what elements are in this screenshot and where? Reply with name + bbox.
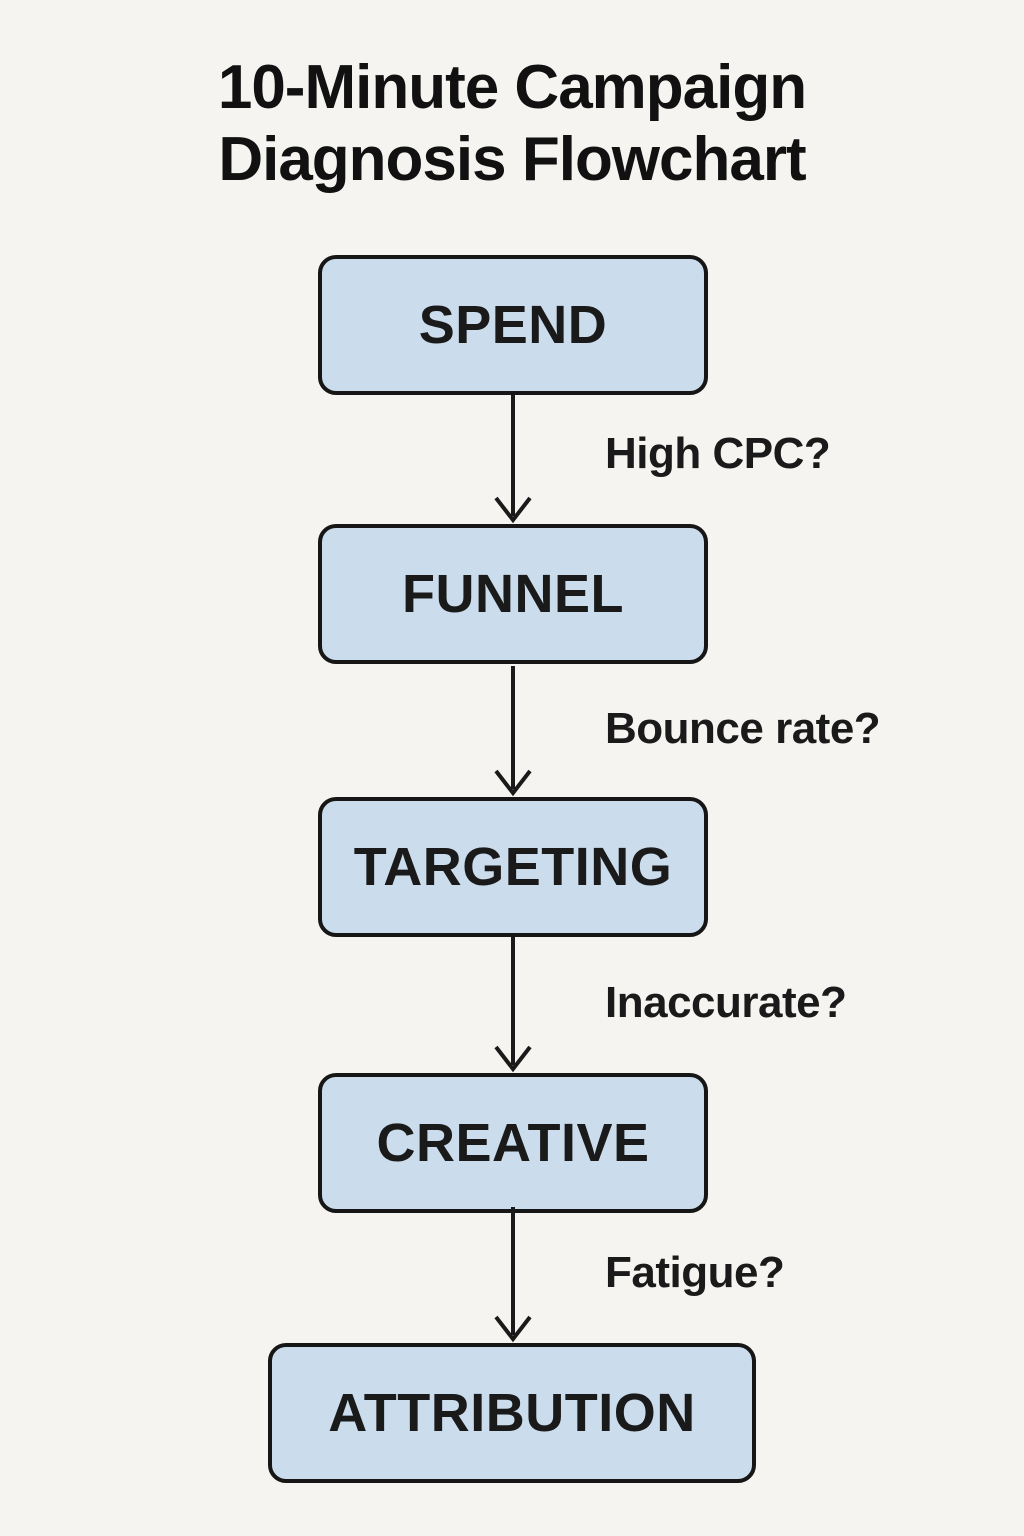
edge-label-bounce-rate: Bounce rate? — [605, 704, 881, 753]
arrow-funnel-to-targeting-icon — [493, 666, 533, 797]
arrow-targeting-to-creative-icon — [493, 937, 533, 1073]
page-title-line-1: 10-Minute Campaign — [217, 53, 807, 122]
page-title-line-2: Diagnosis Flowchart — [218, 124, 806, 194]
node-creative-label: CREATIVE — [376, 1113, 650, 1173]
node-spend-label: SPEND — [418, 295, 608, 355]
edge-label-inaccurate: Inaccurate? — [605, 978, 847, 1027]
node-targeting: TARGETING — [318, 797, 708, 937]
node-attribution: ATTRIBUTION — [268, 1343, 756, 1483]
edge-label-high-cpc: High CPC? — [605, 429, 831, 478]
node-targeting-label: TARGETING — [353, 837, 673, 897]
edge-label-fatigue: Fatigue? — [605, 1248, 785, 1297]
node-spend: SPEND — [318, 255, 708, 395]
node-creative: CREATIVE — [318, 1073, 708, 1213]
node-funnel-label: FUNNEL — [402, 564, 624, 624]
arrow-spend-to-funnel-icon — [493, 395, 533, 524]
node-funnel: FUNNEL — [318, 524, 708, 664]
page-title: 10-Minute Campaign Diagnosis Flowchart — [0, 52, 1024, 196]
arrow-creative-to-attribution-icon — [493, 1207, 533, 1343]
node-attribution-label: ATTRIBUTION — [328, 1383, 696, 1443]
